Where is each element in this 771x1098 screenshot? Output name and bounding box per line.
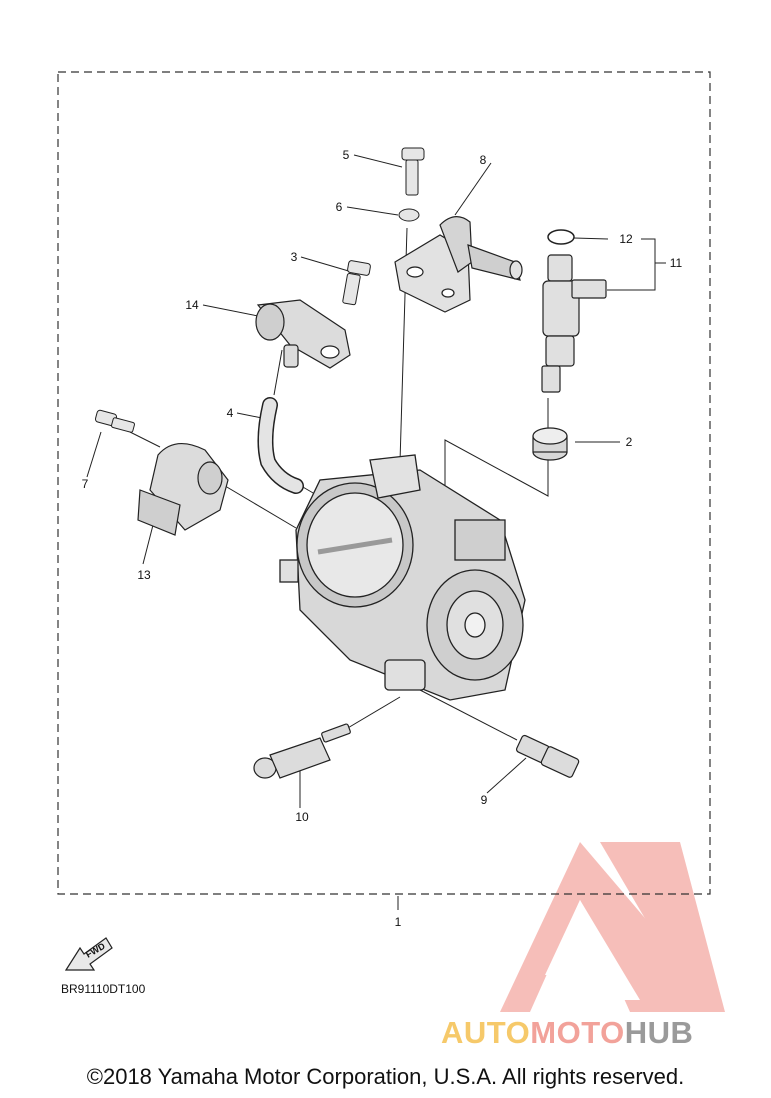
callout-8: 8 [480, 153, 487, 167]
fwd-arrow-icon: FWD [64, 937, 113, 971]
callout-3: 3 [291, 250, 298, 264]
callout-5: 5 [343, 148, 350, 162]
fuel-injector-11-icon [541, 254, 607, 393]
callout-9: 9 [481, 793, 488, 807]
callout-6: 6 [336, 200, 343, 214]
callout-12: 12 [619, 232, 633, 246]
callout-14: 14 [185, 298, 199, 312]
bolt-5-icon [401, 147, 425, 196]
callout-2: 2 [626, 435, 633, 449]
diagram-code: BR91110DT100 [61, 982, 146, 996]
callout-13: 13 [137, 568, 151, 582]
watermark-wordmark: AUTOMOTOHUB [441, 1015, 693, 1051]
watermark-hub: HUB [624, 1015, 694, 1050]
screw-3-icon [342, 260, 371, 306]
callout-4: 4 [227, 406, 234, 420]
throttle-sensor-13-icon [137, 443, 229, 536]
o-ring-12-icon [547, 229, 575, 245]
fuel-rail-bracket-8-icon [394, 216, 523, 313]
callout-10: 10 [295, 810, 309, 824]
callout-11: 11 [670, 256, 683, 270]
callout-1: 1 [395, 915, 402, 929]
screw-7-icon [94, 409, 135, 433]
idle-screw-9-icon [515, 734, 580, 778]
watermark-moto: MOTO [530, 1015, 625, 1050]
callout-7: 7 [82, 477, 89, 491]
injector-seal-2-icon [532, 427, 568, 461]
temp-sensor-10-icon [253, 723, 351, 779]
watermark-logo-icon [500, 842, 725, 1012]
washer-6-icon [398, 208, 420, 222]
assembly-frame [57, 71, 711, 895]
throttle-body-1-icon [279, 454, 526, 701]
watermark-auto: AUTO [441, 1015, 531, 1050]
map-sensor-14-icon [255, 299, 351, 369]
copyright-notice: ©2018 Yamaha Motor Corporation, U.S.A. A… [86, 1064, 685, 1089]
